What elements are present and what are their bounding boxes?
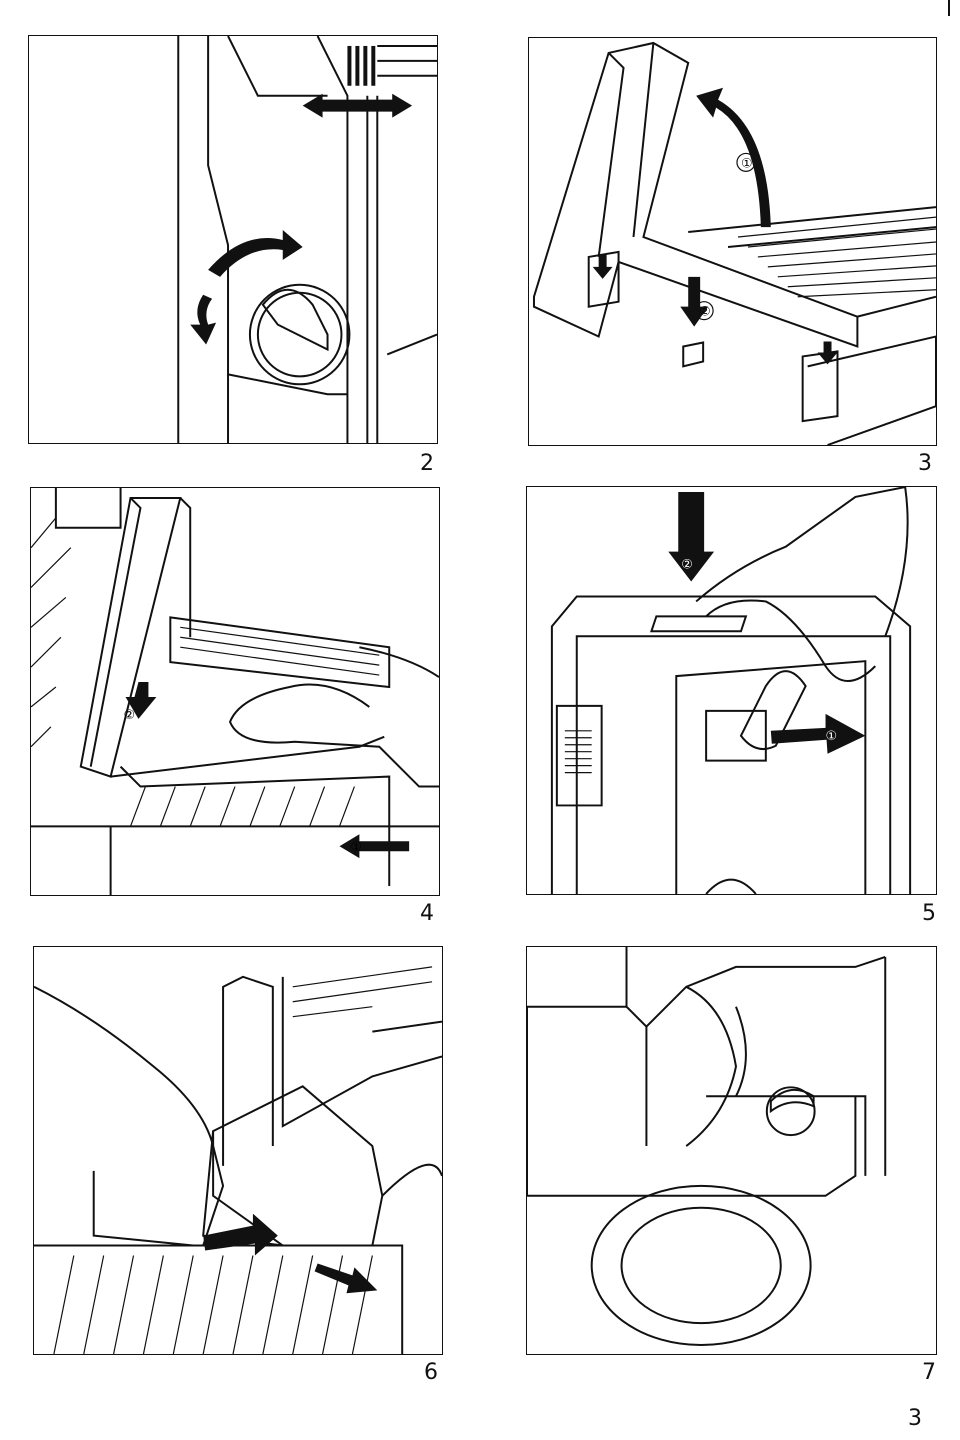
figure-4-drawing: ② ①: [31, 488, 439, 895]
figure-5-number: 5: [922, 901, 936, 926]
page-number: 3: [908, 1406, 922, 1431]
figure-5-drawing: ② ①: [550, 487, 912, 894]
figure-6-illustration: [33, 946, 443, 1355]
figure-4-number: 4: [420, 901, 434, 926]
figure-6-number: 6: [424, 1360, 438, 1385]
page-corner-line: [948, 0, 950, 16]
figure-5-illustration: ② ①: [526, 486, 937, 895]
figure-3-drawing: ① ②: [532, 41, 936, 445]
figure-4-illustration: ② ①: [30, 487, 440, 896]
figure-7-drawing: [527, 947, 887, 1347]
figure-6-drawing: [34, 966, 442, 1354]
figure-7-illustration: [526, 946, 937, 1355]
figure-4-step-1: ①: [350, 840, 362, 855]
figure-4-step-2: ②: [124, 708, 136, 723]
figure-5-step-1: ①: [826, 729, 838, 744]
figure-2-drawing: [177, 36, 437, 443]
figure-3-number: 3: [918, 451, 932, 476]
figure-3-step-2: ②: [699, 305, 711, 320]
figure-3-illustration: ① ②: [528, 37, 937, 446]
figure-5-step-2: ②: [681, 558, 693, 573]
figure-2-number: 2: [420, 451, 434, 476]
figure-7-number: 7: [922, 1360, 936, 1385]
figure-2-illustration: [28, 35, 438, 444]
figure-3-step-1: ①: [741, 156, 753, 171]
